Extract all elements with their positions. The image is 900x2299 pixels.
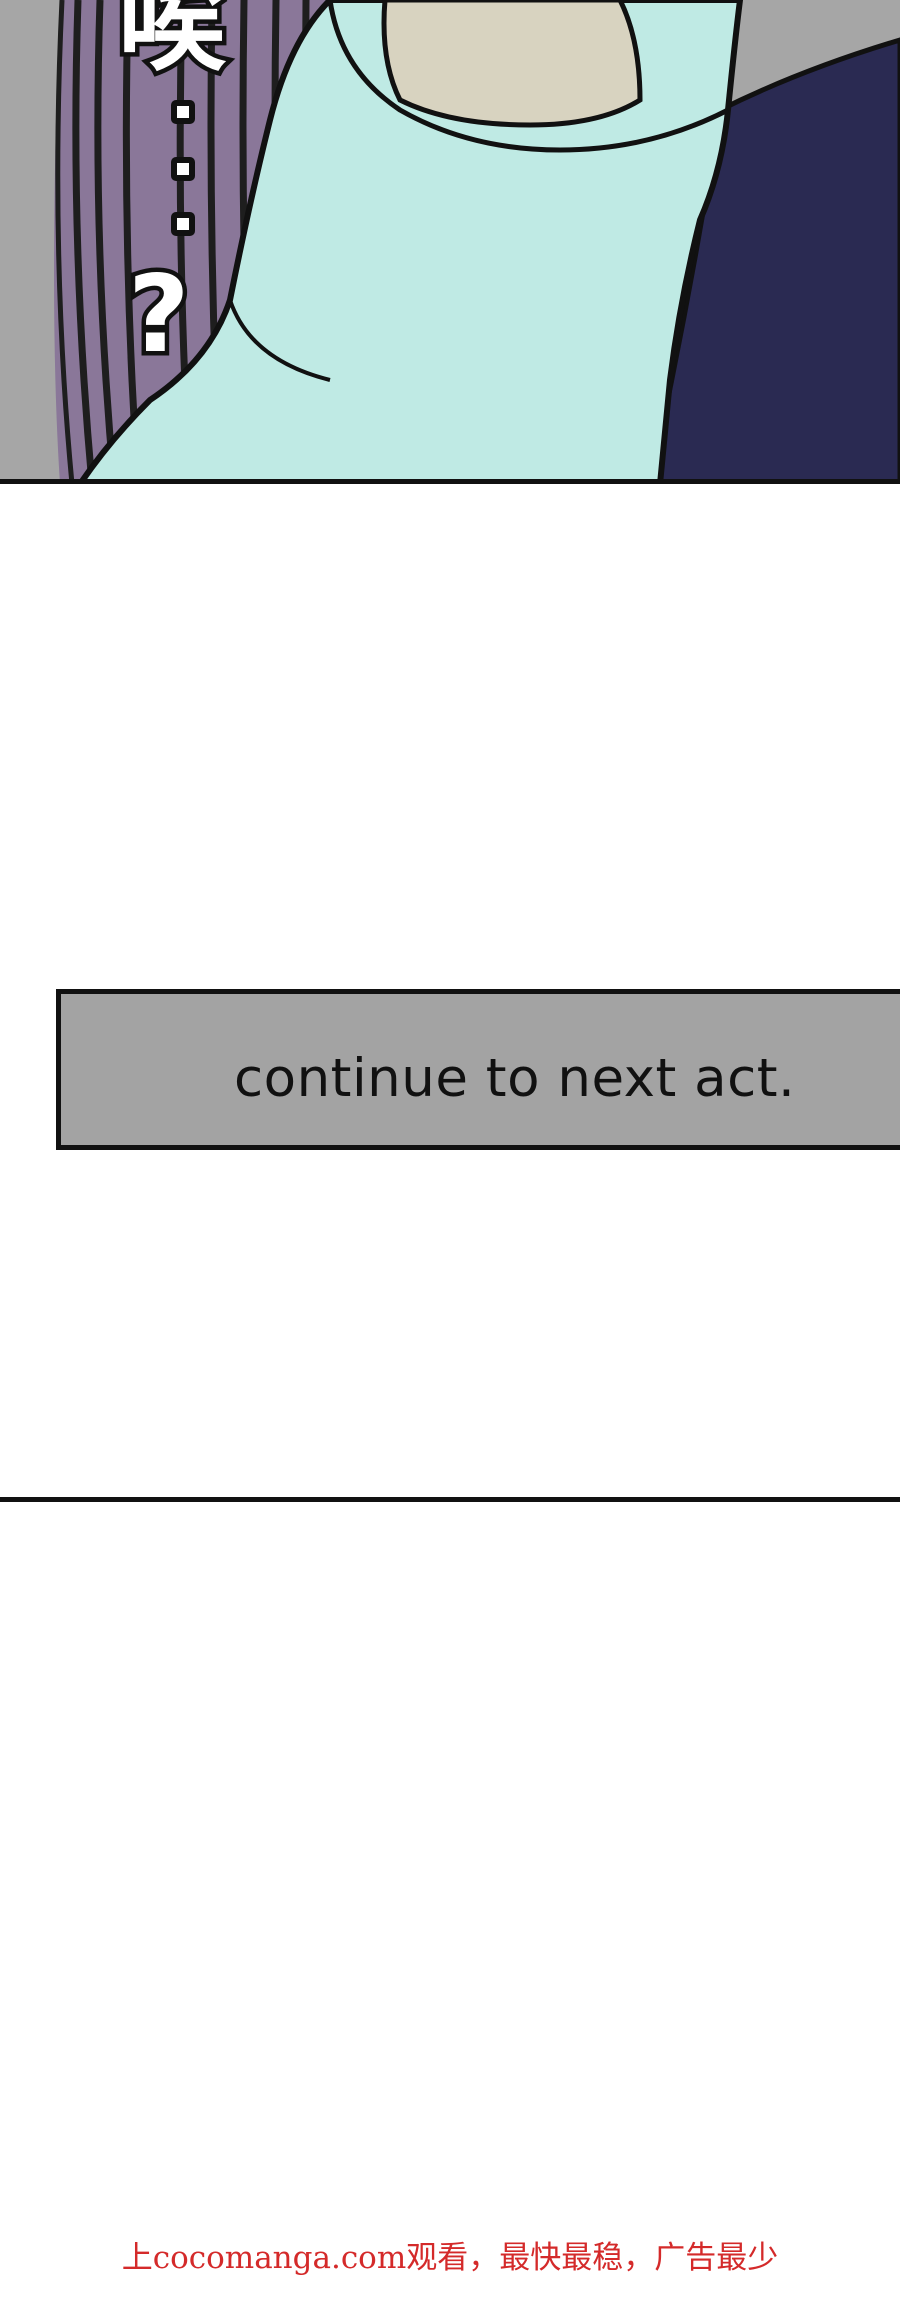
ellipsis-dot [171,212,195,236]
footer-watermark-text[interactable]: 上cocomanga.com观看，最快最稳，广告最少 [121,2240,779,2276]
sleeve-cuff-line [327,0,730,153]
ellipsis-dot [171,100,195,124]
sfx-question-mark: ? [124,253,194,376]
top-art-panel: 唉 ? [0,0,900,484]
sfx-sigh-character: 唉 [113,0,230,86]
panel-illustration [0,0,900,484]
section-divider [0,1497,900,1502]
caption-text: continue to next act. [234,1048,796,1109]
hand [381,0,643,128]
caption-box: continue to next act. [56,989,900,1150]
panel-border-bottom [0,479,900,484]
sleeve-fold-line [228,299,331,382]
ellipsis-dot [171,157,195,181]
